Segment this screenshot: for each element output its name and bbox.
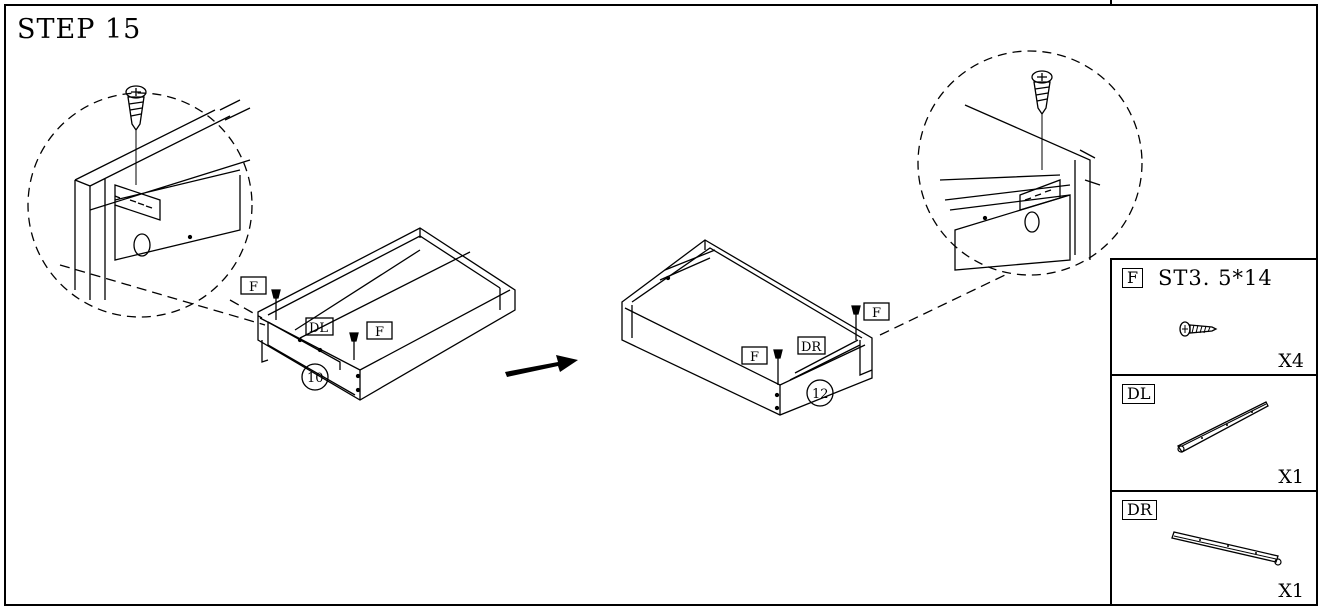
right-panel-number-circle — [806, 379, 834, 407]
right-dr-label-box — [797, 336, 826, 355]
right-detail-circle — [917, 50, 1143, 276]
left-dl-label-box — [305, 317, 334, 336]
top-divider — [1110, 0, 1112, 6]
screw-icon — [1179, 321, 1218, 337]
part-code: DL — [1122, 384, 1156, 404]
right-f-label: F — [872, 306, 881, 321]
left-drawer-screw-1 — [271, 289, 281, 320]
part-item-dr: DR X1 — [1110, 490, 1318, 606]
step-title: STEP 15 — [17, 14, 142, 45]
rail-left-icon — [1177, 401, 1269, 453]
left-drawer — [257, 227, 516, 401]
part-item-f: F ST3. 5*14 X4 — [1110, 258, 1318, 376]
right-f2-label-box — [741, 346, 768, 365]
left-f2-label: F — [375, 325, 384, 340]
right-drawer-screw-2 — [851, 305, 861, 340]
left-f-label-box — [240, 276, 267, 295]
left-f-label: F — [249, 280, 258, 295]
right-drawer-screw-1 — [773, 349, 783, 385]
part-quantity: X1 — [1278, 580, 1304, 602]
direction-arrow-icon — [505, 355, 578, 377]
left-panel-number-circle — [301, 363, 329, 391]
left-drawer-screw-2 — [349, 332, 359, 360]
part-item-dl: DL X1 — [1110, 374, 1318, 492]
part-code: DR — [1122, 500, 1157, 520]
right-f2-label: F — [750, 350, 759, 365]
left-dl-label: DL — [309, 321, 328, 336]
parts-list: F ST3. 5*14 X4 DL X1 DR X1 — [1110, 258, 1318, 606]
part-code: F — [1122, 268, 1144, 288]
part-quantity: X4 — [1278, 350, 1304, 372]
part-quantity: X1 — [1278, 466, 1304, 488]
part-spec: ST3. 5*14 — [1158, 266, 1273, 290]
left-f2-label-box — [366, 321, 393, 340]
right-panel-number: 12 — [812, 387, 829, 402]
left-screw-icon — [125, 85, 147, 185]
right-screw-icon — [1031, 70, 1053, 170]
right-f-label-box — [863, 302, 890, 321]
left-detail-circle — [27, 92, 253, 318]
rail-right-icon — [1171, 531, 1282, 566]
right-drawer — [621, 239, 873, 416]
right-dr-label: DR — [801, 340, 822, 355]
left-panel-number: 10 — [307, 371, 324, 386]
